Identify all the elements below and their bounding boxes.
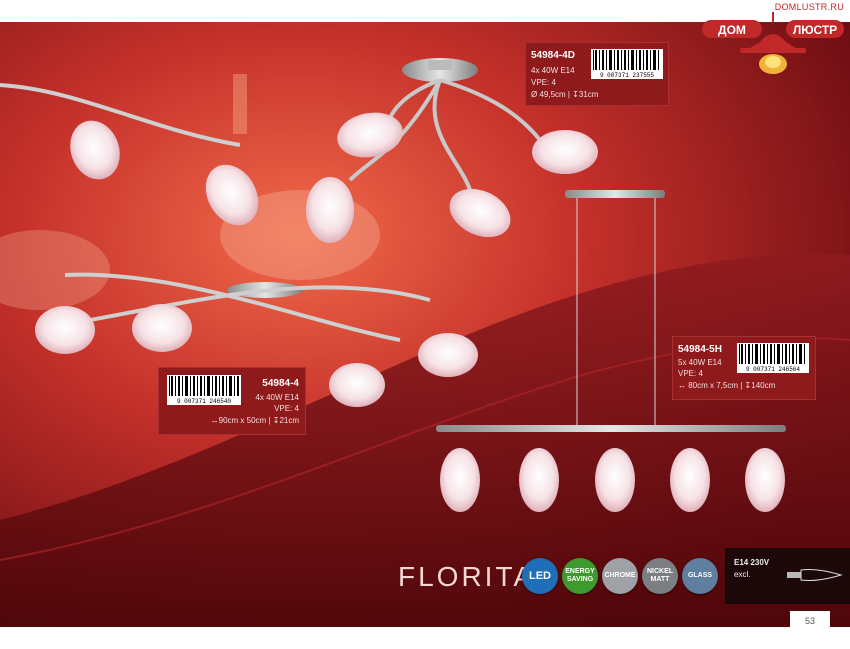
product-spec-size: ↔ 80cm x 7,5cm | ↧140cm — [678, 381, 776, 390]
logo-word: ДОМ — [718, 23, 746, 37]
lamp-bar-top-left — [0, 83, 259, 226]
barcode-digits: 9 007371 246540 — [167, 398, 241, 405]
domlustr-logo-icon[interactable]: ДОМ ЛЮСТР — [700, 12, 846, 80]
site-url[interactable]: DOMLUSTR.RU — [774, 2, 844, 12]
product-spec-wattage: 5x 40W E14 — [678, 358, 722, 367]
product-spec-wattage: 4x 40W E14 — [531, 66, 575, 75]
badge-label: LED — [529, 570, 551, 582]
product-spec-wattage: 4x 40W E14 — [255, 393, 299, 402]
barcode-icon: 9 007371 246564 — [737, 343, 809, 373]
lamp-54984-4d — [306, 58, 598, 243]
bulb-excluded-label: excl. — [734, 570, 751, 579]
product-spec-vpe: VPE: 4 — [678, 369, 703, 378]
product-spec-vpe: VPE: 4 — [531, 78, 556, 87]
badge-label-secondary: MATT — [650, 576, 670, 583]
energy-saving-icon: ENERGY SAVING — [562, 558, 598, 594]
badge-label-secondary: SAVING — [566, 576, 594, 583]
glass-icon: GLASS — [682, 558, 718, 594]
logo-word: ЛЮСТР — [793, 23, 837, 37]
candle-bulb-icon — [787, 569, 843, 581]
barcode-icon: 9 007371 237555 — [591, 49, 663, 79]
product-box-54984-4: 9 007371 246540 54984-4 4x 40W E14 VPE: … — [158, 367, 306, 435]
product-code: 54984-4D — [531, 50, 575, 61]
led-icon: LED — [522, 558, 558, 594]
barcode-digits: 9 007371 246564 — [737, 366, 809, 373]
page-number: 53 — [790, 611, 830, 631]
chrome-icon: CHROME — [602, 558, 638, 594]
badge-label: ENERGY — [565, 568, 595, 575]
lamp-54984-5h — [436, 190, 786, 512]
product-code: 54984-5H — [678, 344, 722, 355]
product-spec-size: Ø 49,5cm | ↧31cm — [531, 90, 599, 99]
barcode-digits: 9 007371 237555 — [591, 72, 663, 79]
badge-label: CHROME — [604, 572, 636, 579]
bulb-socket-label: E14 230V — [734, 558, 770, 567]
product-code: 54984-4 — [262, 378, 299, 389]
product-spec-size: ↔90cm x 50cm | ↧21cm — [210, 416, 299, 425]
badge-label: NICKEL — [646, 568, 674, 575]
bulb-info-box: E14 230V excl. — [725, 548, 850, 604]
product-spec-vpe: VPE: 4 — [274, 404, 299, 413]
barcode-icon: 9 007371 246540 — [167, 375, 241, 405]
series-title: FLORITA — [398, 561, 536, 592]
product-box-54984-5h: 54984-5H 5x 40W E14 VPE: 4 ↔ 80cm x 7,5c… — [672, 336, 816, 400]
badge-label: GLASS — [687, 572, 713, 579]
lamp-54984-4 — [35, 272, 478, 407]
nickel-matt-icon: NICKEL MATT — [642, 558, 678, 594]
product-box-54984-4d: 54984-4D 4x 40W E14 VPE: 4 Ø 49,5cm | ↧3… — [525, 42, 669, 106]
